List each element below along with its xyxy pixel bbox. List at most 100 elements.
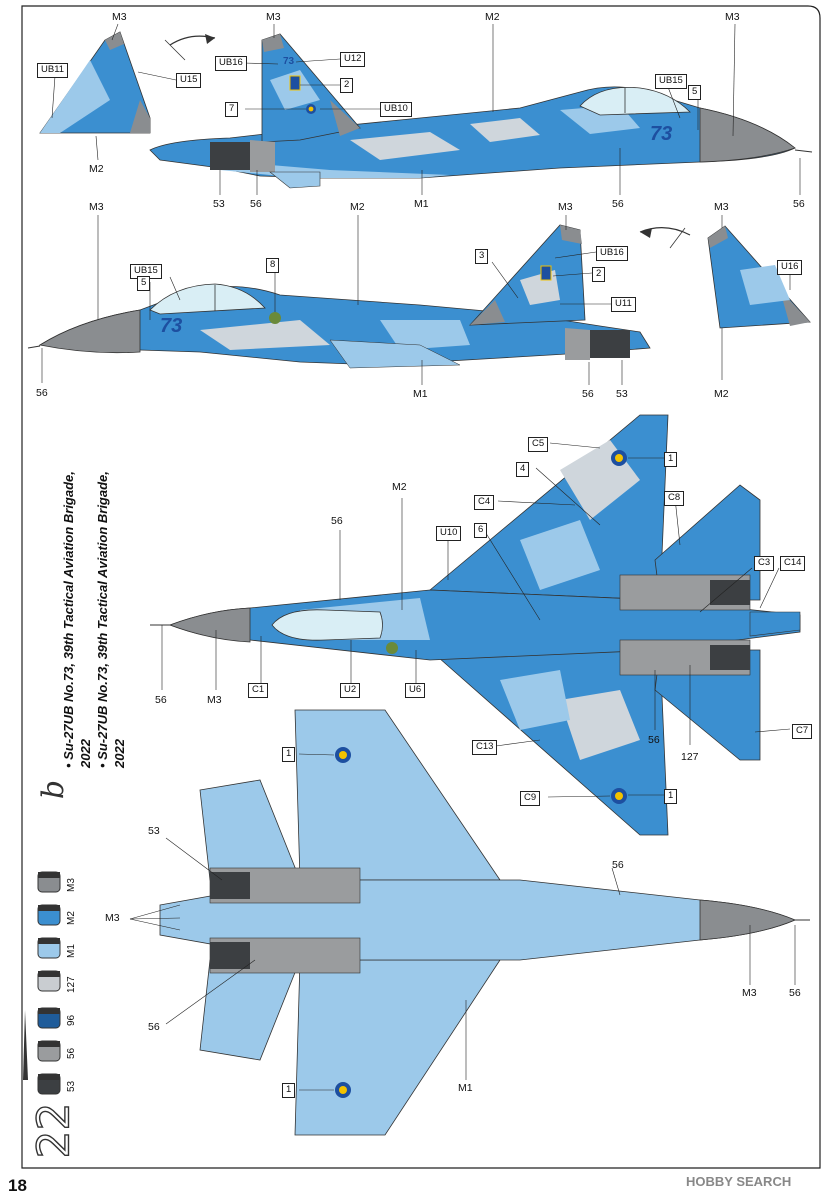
label-53: 53 bbox=[616, 388, 628, 400]
paint-code: 56 bbox=[66, 1047, 77, 1059]
callout-7: 7 bbox=[225, 102, 239, 117]
callout-ub11: UB11 bbox=[37, 63, 69, 78]
nose-cone-bottom bbox=[699, 899, 797, 941]
callout-c9: C9 bbox=[520, 791, 541, 806]
label-56: 56 bbox=[789, 987, 801, 999]
callout-ub10: UB10 bbox=[380, 102, 412, 117]
callout-8: 8 bbox=[266, 258, 280, 273]
callout-u16: U16 bbox=[777, 260, 803, 275]
trident-icon bbox=[540, 265, 552, 281]
callout-c7: C7 bbox=[792, 724, 813, 739]
paint-swatches bbox=[23, 871, 61, 1095]
stabilizer-bottom-upper bbox=[199, 779, 301, 881]
callout-1: 1 bbox=[282, 747, 296, 762]
label-56: 56 bbox=[155, 694, 167, 706]
callout-u11: U11 bbox=[611, 297, 636, 312]
side-view-right bbox=[39, 23, 813, 195]
watermark: HOBBY SEARCH bbox=[686, 1174, 792, 1189]
label-56: 56 bbox=[582, 388, 594, 400]
paint-swatch-96 bbox=[37, 1007, 61, 1029]
callout-u6: U6 bbox=[405, 683, 426, 698]
stabilizer-bottom-lower bbox=[199, 959, 301, 1061]
callout-c8: C8 bbox=[664, 491, 685, 506]
canopy-left bbox=[149, 283, 266, 315]
paint-code: 53 bbox=[66, 1080, 77, 1092]
label-56: 56 bbox=[36, 387, 48, 399]
nose-cone-right bbox=[699, 107, 796, 163]
label-53: 53 bbox=[148, 825, 160, 837]
callout-u15: U15 bbox=[176, 73, 202, 88]
callout-c4: C4 bbox=[474, 495, 495, 510]
callout-c14: C14 bbox=[780, 556, 806, 571]
label-m2: M2 bbox=[89, 163, 104, 175]
label-m3: M3 bbox=[89, 201, 104, 213]
canopy-right bbox=[579, 87, 691, 116]
callout-4: 4 bbox=[516, 462, 530, 477]
label-m3: M3 bbox=[112, 11, 127, 23]
label-56: 56 bbox=[148, 1021, 160, 1033]
label-m2: M2 bbox=[485, 11, 500, 23]
callout-6: 6 bbox=[474, 523, 488, 538]
variant-letter: b bbox=[36, 779, 72, 800]
label-m1: M1 bbox=[458, 1082, 473, 1094]
paint-swatch-53 bbox=[37, 1073, 61, 1095]
label-m3: M3 bbox=[725, 11, 740, 23]
paint-swatch-m2 bbox=[37, 904, 61, 926]
callout-ub16: UB16 bbox=[215, 56, 247, 71]
label-56: 56 bbox=[250, 198, 262, 210]
paint-swatch-56 bbox=[37, 1040, 61, 1062]
label-m3: M3 bbox=[105, 912, 120, 924]
label-53: 53 bbox=[213, 198, 225, 210]
label-56: 56 bbox=[612, 198, 624, 210]
callout-c1: C1 bbox=[248, 683, 269, 698]
paint-code: M1 bbox=[66, 944, 77, 958]
label-m3: M3 bbox=[558, 201, 573, 213]
callout-u2: U2 bbox=[340, 683, 361, 698]
engine-nozzle-right bbox=[210, 142, 250, 170]
emblem-icon bbox=[269, 312, 281, 324]
paint-code: 127 bbox=[66, 976, 77, 993]
paint-code: 96 bbox=[66, 1014, 77, 1026]
callout-u12: U12 bbox=[340, 52, 366, 67]
wing-bottom-lower bbox=[294, 959, 501, 1136]
callout-1: 1 bbox=[282, 1083, 296, 1098]
callout-5: 5 bbox=[137, 276, 151, 291]
label-56: 56 bbox=[612, 859, 624, 871]
scheme-title-line: • Su-27UB No.73, 39th Tactical Aviation … bbox=[95, 471, 127, 768]
callout-c5: C5 bbox=[528, 437, 549, 452]
callout-1: 1 bbox=[664, 452, 678, 467]
nose-cone-left bbox=[38, 309, 141, 354]
paint-code: M3 bbox=[66, 878, 77, 892]
emblem-icon bbox=[386, 642, 398, 654]
label-m3: M3 bbox=[266, 11, 281, 23]
label-m2: M2 bbox=[714, 388, 729, 400]
top-view bbox=[150, 414, 801, 836]
scheme-title-line: • Su-27UB No.73, 39th Tactical Aviation … bbox=[61, 471, 93, 768]
label-m1: M1 bbox=[414, 198, 429, 210]
label-56: 56 bbox=[793, 198, 805, 210]
callout-1: 1 bbox=[664, 789, 678, 804]
paint-swatch-m1 bbox=[37, 937, 61, 959]
engine-nozzle-left bbox=[590, 330, 630, 358]
side-view-left bbox=[27, 215, 811, 385]
callout-2: 2 bbox=[592, 267, 606, 282]
nose-cone-top bbox=[168, 607, 251, 643]
callout-ub16: UB16 bbox=[596, 246, 628, 261]
callout-c3: C3 bbox=[754, 556, 775, 571]
label-m2: M2 bbox=[350, 201, 365, 213]
label-127: 127 bbox=[681, 751, 699, 763]
bottom-view bbox=[129, 709, 810, 1136]
label-56: 56 bbox=[331, 515, 343, 527]
label-m2: M2 bbox=[392, 481, 407, 493]
wing-bottom-upper bbox=[294, 709, 501, 881]
tail-number: 73 bbox=[160, 315, 183, 337]
label-m3: M3 bbox=[742, 987, 757, 999]
fin-number: 73 bbox=[283, 56, 295, 67]
callout-c13: C13 bbox=[472, 740, 498, 755]
page-number: 18 bbox=[8, 1176, 27, 1195]
scheme-title: • Su-27UB No.73, 39th Tactical Aviation … bbox=[60, 468, 127, 768]
label-56: 56 bbox=[648, 734, 660, 746]
label-m1: M1 bbox=[413, 388, 428, 400]
paint-swatch-127 bbox=[37, 970, 61, 992]
